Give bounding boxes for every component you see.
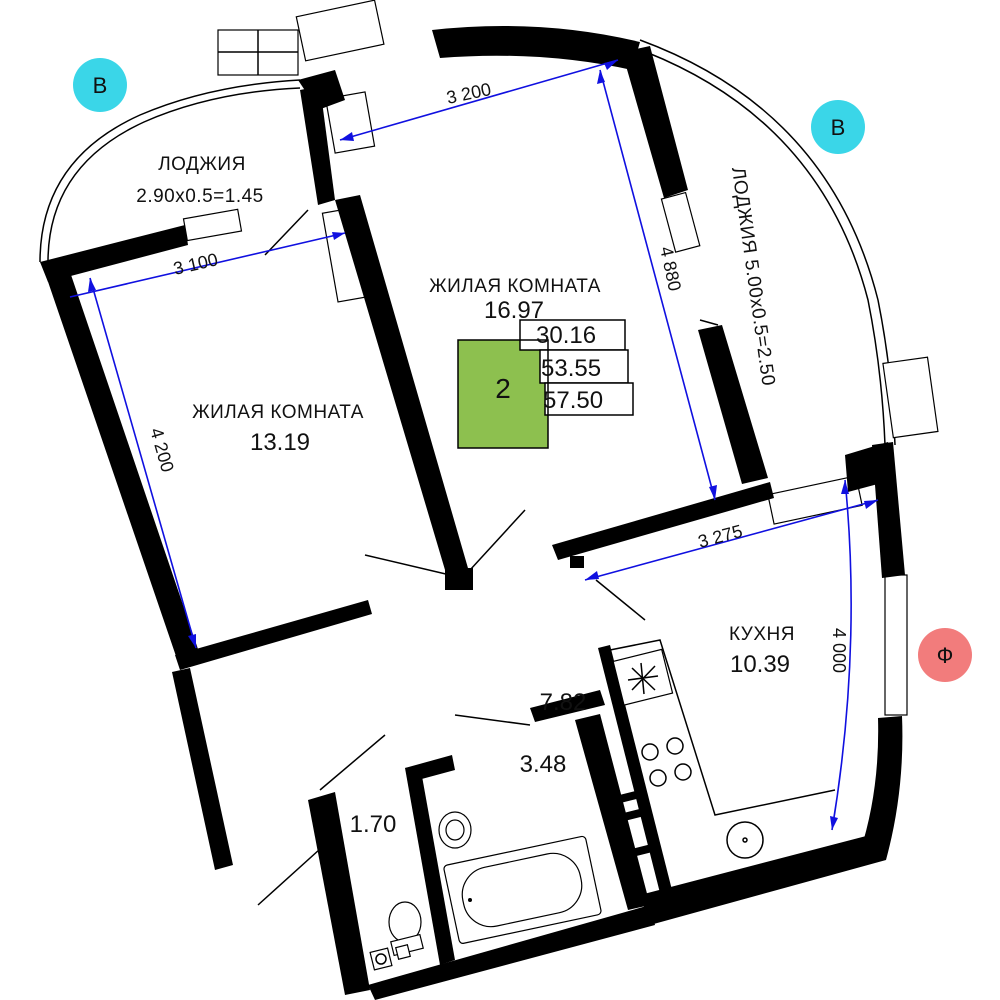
wall xyxy=(172,668,233,870)
window xyxy=(767,475,863,525)
wall xyxy=(575,714,650,910)
floor-drain xyxy=(369,947,393,971)
wc-area: 1.70 xyxy=(350,811,397,838)
badge-circle xyxy=(811,100,865,154)
total-area-with-loggia: 57.50 xyxy=(543,387,603,414)
bathroom-area: 3.48 xyxy=(520,751,567,778)
room-left-name: ЖИЛАЯ КОМНАТА xyxy=(192,402,364,423)
wall xyxy=(432,26,640,70)
wall xyxy=(872,442,905,578)
dim-4200: 4 200 xyxy=(146,426,178,475)
walls xyxy=(40,26,905,1000)
dim-line-3200 xyxy=(339,59,619,141)
wall xyxy=(175,600,372,670)
stove-burner xyxy=(674,763,692,781)
room-labels: ЛОДЖИЯ 2.90x0.5=1.45 ЖИЛАЯ КОМНАТА 13.19… xyxy=(136,154,795,838)
dim-line-3100 xyxy=(69,232,346,298)
wall xyxy=(530,690,605,722)
badge-letter: В xyxy=(831,115,846,140)
wall xyxy=(570,556,584,568)
wall xyxy=(368,905,655,1000)
stove-burner xyxy=(649,769,667,787)
wall xyxy=(40,225,188,282)
wall xyxy=(598,645,672,893)
windows xyxy=(182,0,939,716)
wall xyxy=(405,765,455,965)
dim-4000: 4 000 xyxy=(829,628,849,673)
living-area: 30.16 xyxy=(536,322,596,349)
dimension-lines xyxy=(69,59,879,831)
badge-circle xyxy=(918,628,972,682)
hall-area: 7.82 xyxy=(540,689,587,716)
badge-letter: Ф xyxy=(937,643,954,668)
rooms-count-cell xyxy=(458,340,548,448)
kitchen-name: КУХНЯ xyxy=(729,624,795,645)
orientation-badges: В В Ф xyxy=(73,58,972,682)
dim-3100: 3 100 xyxy=(171,249,219,279)
room-center-area: 16.97 xyxy=(484,297,544,324)
wall xyxy=(698,325,768,484)
wall xyxy=(445,568,473,590)
wall xyxy=(335,195,470,580)
kitchen-area: 10.39 xyxy=(730,651,790,678)
door-swings xyxy=(257,209,719,906)
window xyxy=(884,574,908,716)
dim-3200: 3 200 xyxy=(445,79,493,108)
wall xyxy=(308,792,370,995)
loggia-right-label: ЛОДЖИЯ 5.00x0.5=2.50 xyxy=(727,166,779,388)
badge-circle xyxy=(73,58,127,112)
badge-letter: В xyxy=(93,73,108,98)
stove-burner xyxy=(666,737,684,755)
window xyxy=(182,208,243,242)
room-center-name: ЖИЛАЯ КОМНАТА xyxy=(429,276,601,297)
window xyxy=(882,356,939,439)
rooms-count: 2 xyxy=(495,373,511,404)
wall xyxy=(860,716,903,860)
summary-box: 2 30.16 53.55 57.50 xyxy=(457,319,634,449)
room-left-area: 13.19 xyxy=(250,429,310,456)
wall xyxy=(298,70,345,110)
kitchen-fixtures xyxy=(609,639,836,859)
stove-burner xyxy=(641,743,659,761)
dim-line-3275 xyxy=(584,499,879,581)
window xyxy=(324,91,376,154)
dim-4880: 4 880 xyxy=(656,245,685,293)
loggia-left-name: ЛОДЖИЯ xyxy=(158,154,246,175)
wall xyxy=(300,86,335,205)
wall xyxy=(552,482,774,560)
loggia-left-area: 2.90x0.5=1.45 xyxy=(136,186,263,207)
wall xyxy=(44,266,200,662)
dim-3275: 3 275 xyxy=(696,521,745,552)
window xyxy=(660,191,701,253)
total-area: 53.55 xyxy=(541,355,601,382)
dim-line-4880 xyxy=(599,69,716,501)
bathroom-fixtures xyxy=(369,811,602,971)
dim-line-4200 xyxy=(89,277,197,649)
window xyxy=(295,0,385,62)
loggia-rails xyxy=(39,39,896,446)
kitchen-sink xyxy=(726,821,764,859)
wall xyxy=(622,46,688,198)
dim-line-4000 xyxy=(831,479,852,831)
wall xyxy=(640,835,886,925)
